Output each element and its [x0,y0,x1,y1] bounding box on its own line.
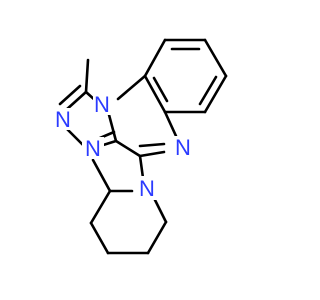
bond-benzene-5 [143,74,167,114]
bond-n5-c4 [138,150,166,158]
atom-n5: N [172,135,194,160]
bond-pipn-c6 [152,196,168,224]
bond-n2-n3 [64,126,86,148]
atom-n3: N [82,136,104,161]
bond-benzene-double-3 [152,76,169,103]
bond-pip-methyl [91,158,112,193]
bond-benzene-2 [203,38,228,78]
bond-c1-n2-double [58,84,82,106]
molecule-canvas: N N N N N [52,38,228,255]
bond-benzene-6 [143,38,167,78]
svg-text:N: N [94,92,110,117]
svg-text:N: N [139,176,155,201]
bond-pip-c6-c5 [146,220,168,255]
svg-text:N: N [175,135,191,160]
atom-n-bridge: N [93,92,111,117]
bond-c5a-n5 [163,110,178,138]
bond-benzene-3 [203,74,228,114]
atom-n2: N [52,107,74,132]
bond-c3a-nbridge [106,109,118,143]
bond-n5-c4-double [138,142,166,148]
atom-pip-n: N [136,176,158,201]
bond-pip-c4-c3 [89,221,110,255]
svg-text:N: N [55,107,71,132]
bond-c4-pipn [138,154,145,180]
bond-c9a-n [116,74,147,101]
structure-diagram: N N N N N [52,38,228,255]
bond-benzene-double-2 [198,75,218,106]
bond-c1-n2 [64,90,88,112]
bond-methyl-top [84,58,90,94]
bond-pip-c3-c2 [89,189,112,225]
svg-text:N: N [85,136,101,161]
bond-c4-c3a [114,139,142,158]
